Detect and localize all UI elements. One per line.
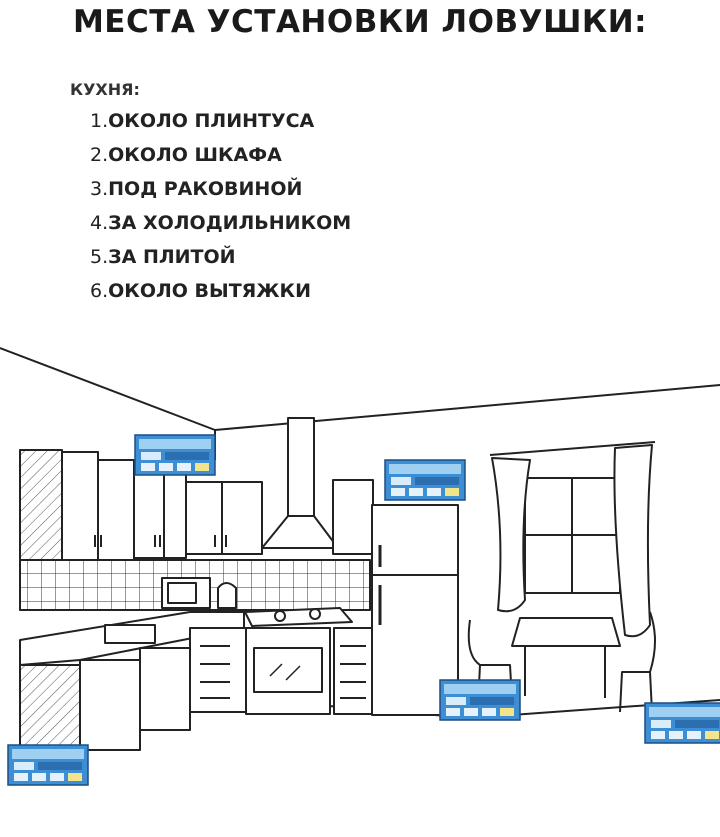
trap-marker [384,459,466,501]
range-hood [261,515,339,549]
list-item: 4.ЗА ХОЛОДИЛЬНИКОМ [90,212,352,234]
list-item: 5.ЗА ПЛИТОЙ [90,246,236,268]
lower-cabinet [139,647,191,731]
list-item: 1.ОКОЛО ПЛИНТУСА [90,110,315,132]
upper-cabinet-right [332,479,374,555]
oven-window [253,647,323,693]
trap-marker [7,744,89,786]
upper-cabinet [61,451,99,565]
curtain-left [491,457,531,613]
kettle [217,582,237,609]
drawer-stack [189,627,247,713]
drawer-stack-right [333,627,373,715]
page-title: МЕСТА УСТАНОВКИ ЛОВУШКИ: [72,4,648,40]
hood-chimney [287,417,315,517]
upper-cabinet [97,459,135,565]
curtain-right [613,444,653,638]
curtain-rod [489,441,656,456]
lower-cabinet [79,659,141,751]
ceiling-line-left [0,347,216,431]
table [511,617,621,647]
sink [104,624,156,644]
upper-cabinet-left [19,449,63,571]
stovetop [244,607,353,627]
list-item: 3.ПОД РАКОВИНОЙ [90,178,303,200]
list-item: 2.ОКОЛО ШКАФА [90,144,282,166]
upper-cabinet [163,473,187,559]
section-kitchen-label: КУХНЯ: [70,80,140,99]
kitchen-illustration [0,347,720,786]
trap-marker [439,679,521,721]
trap-marker [644,702,720,744]
upper-cabinet [221,481,263,555]
upper-cabinet [185,481,223,555]
lower-cabinet-left [19,664,81,756]
placement-list: 1.ОКОЛО ПЛИНТУСА 2.ОКОЛО ШКАФА 3.ПОД РАК… [90,110,351,314]
trap-marker [134,434,216,476]
list-item: 6.ОКОЛО ВЫТЯЖКИ [90,280,311,302]
